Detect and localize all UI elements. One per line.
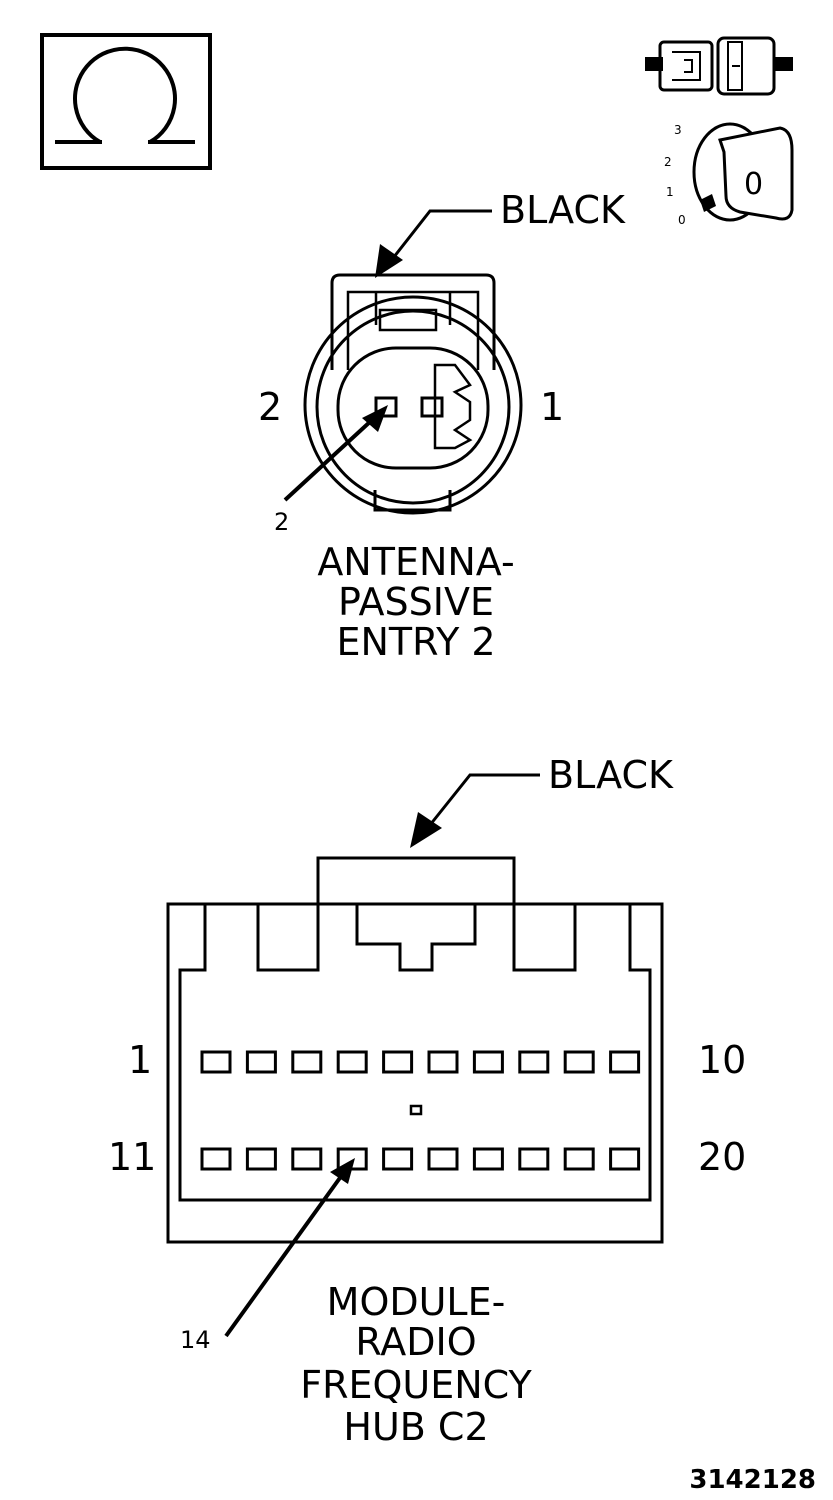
ignition-position-3: 3 <box>674 123 682 137</box>
row2-end-label: 20 <box>698 1135 746 1179</box>
pin-cavity-11 <box>200 1147 232 1171</box>
row1-start-label: 1 <box>128 1038 152 1082</box>
top-connector-pin-callout: 2 <box>274 405 388 536</box>
rf-hub-connector <box>166 856 664 1244</box>
row2-start-label: 11 <box>108 1135 156 1179</box>
top-title-line-3: ENTRY 2 <box>336 620 495 664</box>
ohm-icon <box>40 33 212 170</box>
pin-cavity-13 <box>291 1147 323 1171</box>
top-title-line-1: ANTENNA- <box>317 540 514 584</box>
ignition-key-icon: 3 2 1 0 0 <box>664 122 794 227</box>
bottom-title-line-3: FREQUENCY <box>300 1363 532 1407</box>
top-connector-title: ANTENNA- PASSIVE ENTRY 2 <box>317 540 514 664</box>
pin-cavity-16 <box>427 1147 459 1171</box>
pin-cavity-7 <box>472 1050 504 1074</box>
bottom-title-line-2: RADIO <box>355 1320 476 1364</box>
polarization-mark <box>409 1104 423 1116</box>
pin-cavity-6 <box>427 1050 459 1074</box>
top-connector-cavity-1 <box>420 396 444 418</box>
top-connector-callout-pin-label: 2 <box>274 508 289 536</box>
pin-row-1 <box>200 1050 641 1074</box>
ignition-position-2: 2 <box>664 155 672 169</box>
pin-cavity-8 <box>518 1050 550 1074</box>
pin-cavity-12 <box>245 1147 277 1171</box>
pin-row-2 <box>200 1147 641 1171</box>
pin-cavity-9 <box>563 1050 595 1074</box>
top-connector-cavity-2 <box>374 396 398 418</box>
bottom-connector-color-callout: BLACK <box>410 753 674 848</box>
top-title-line-2: PASSIVE <box>338 580 494 624</box>
bottom-connector-callout-pin-label: 14 <box>180 1326 211 1354</box>
top-connector-pin-left-label: 2 <box>258 385 282 429</box>
pin-cavity-15 <box>382 1147 414 1171</box>
pin-cavity-2 <box>245 1050 277 1074</box>
pin-cavity-19 <box>563 1147 595 1171</box>
top-connector-pin-right-label: 1 <box>540 385 564 429</box>
pin-cavity-3 <box>291 1050 323 1074</box>
bottom-title-line-4: HUB C2 <box>343 1405 488 1449</box>
pin-cavity-17 <box>472 1147 504 1171</box>
top-connector-color-callout: BLACK <box>375 188 626 278</box>
bottom-connector-color-label: BLACK <box>548 753 674 797</box>
bottom-connector-title: MODULE- RADIO FREQUENCY HUB C2 <box>300 1280 532 1449</box>
pin-cavity-1 <box>200 1050 232 1074</box>
connector-icon <box>645 36 793 96</box>
antenna-connector <box>303 273 523 515</box>
pin-cavity-14 <box>336 1147 368 1171</box>
bottom-connector-pin-callout: 14 <box>180 1158 355 1354</box>
row1-end-label: 10 <box>698 1038 746 1082</box>
ignition-position-1: 1 <box>666 185 674 199</box>
pin-cavity-5 <box>382 1050 414 1074</box>
pin-cavity-10 <box>609 1050 641 1074</box>
ignition-position-0: 0 <box>678 213 686 227</box>
pin-cavity-4 <box>336 1050 368 1074</box>
top-connector-color-label: BLACK <box>500 188 626 232</box>
figure-id: 3142128 <box>689 1465 816 1495</box>
bottom-title-line-1: MODULE- <box>327 1280 506 1324</box>
ignition-key-label: 0 <box>744 167 763 202</box>
pin-cavity-18 <box>518 1147 550 1171</box>
pin-cavity-20 <box>609 1147 641 1171</box>
